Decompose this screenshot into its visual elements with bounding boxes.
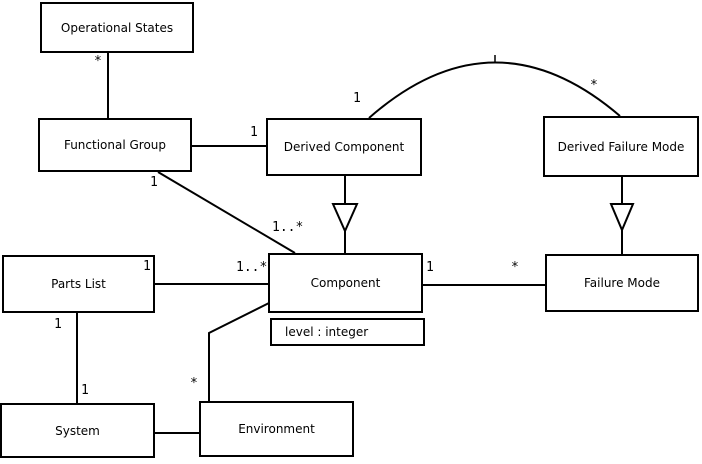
class-node-component: Component [268,253,423,313]
class-name-derived-component: Derived Component [283,140,405,154]
class-attribute-compartment-component: level : integer [270,318,425,346]
class-name-component: Component [310,276,381,290]
class-name-derived-failure-mode: Derived Failure Mode [557,139,685,154]
class-name-failure-mode: Failure Mode [584,276,660,290]
multiplicity-parts-list-system-bottom: 1 [81,383,89,398]
multiplicity-environment-end: * [190,376,198,391]
class-node-derived-failure-mode: Derived Failure Mode [543,116,699,177]
class-name-environment: Environment [238,422,315,436]
class-node-system: System [0,403,155,458]
class-node-parts-list: Parts List [2,255,155,313]
class-name-operational-states: Operational States [60,20,174,35]
multiplicity-parts-list-system-top: 1 [54,317,62,332]
class-name-functional-group: Functional Group [63,138,167,152]
class-node-derived-component: Derived Component [266,118,422,176]
multiplicity-component-end-from-functional-group: 1..* [272,220,304,235]
edge-derived-component-derived-failure-mode-arc [368,61,621,119]
multiplicity-component-end-to-failure-mode: 1 [426,260,434,275]
multiplicity-functional-group-end: 1 [150,175,158,190]
multiplicity-arc-derived-failure-mode-end: * [590,78,598,93]
class-name-parts-list: Parts List [51,277,106,291]
multiplicity-operational-states-end: * [94,54,102,69]
class-node-functional-group: Functional Group [38,118,192,172]
class-name-system: System [55,423,100,438]
multiplicity-parts-list-end: 1 [143,259,151,274]
class-node-environment: Environment [199,401,354,457]
multiplicity-failure-mode-end: * [511,260,519,275]
class-node-operational-states: Operational States [40,2,194,53]
edge-environment-component [208,302,270,401]
multiplicity-derived-component-end: 1 [250,125,258,140]
multiplicity-arc-derived-component-end: 1 [353,91,361,106]
class-attribute-level: level : integer [285,325,369,339]
generalization-triangle-failure-mode [609,203,635,233]
generalization-triangle-component [331,203,359,234]
multiplicity-component-end-from-parts-list: 1..* [236,260,268,275]
class-node-failure-mode: Failure Mode [545,254,699,312]
edge-functional-group-component [157,171,296,254]
